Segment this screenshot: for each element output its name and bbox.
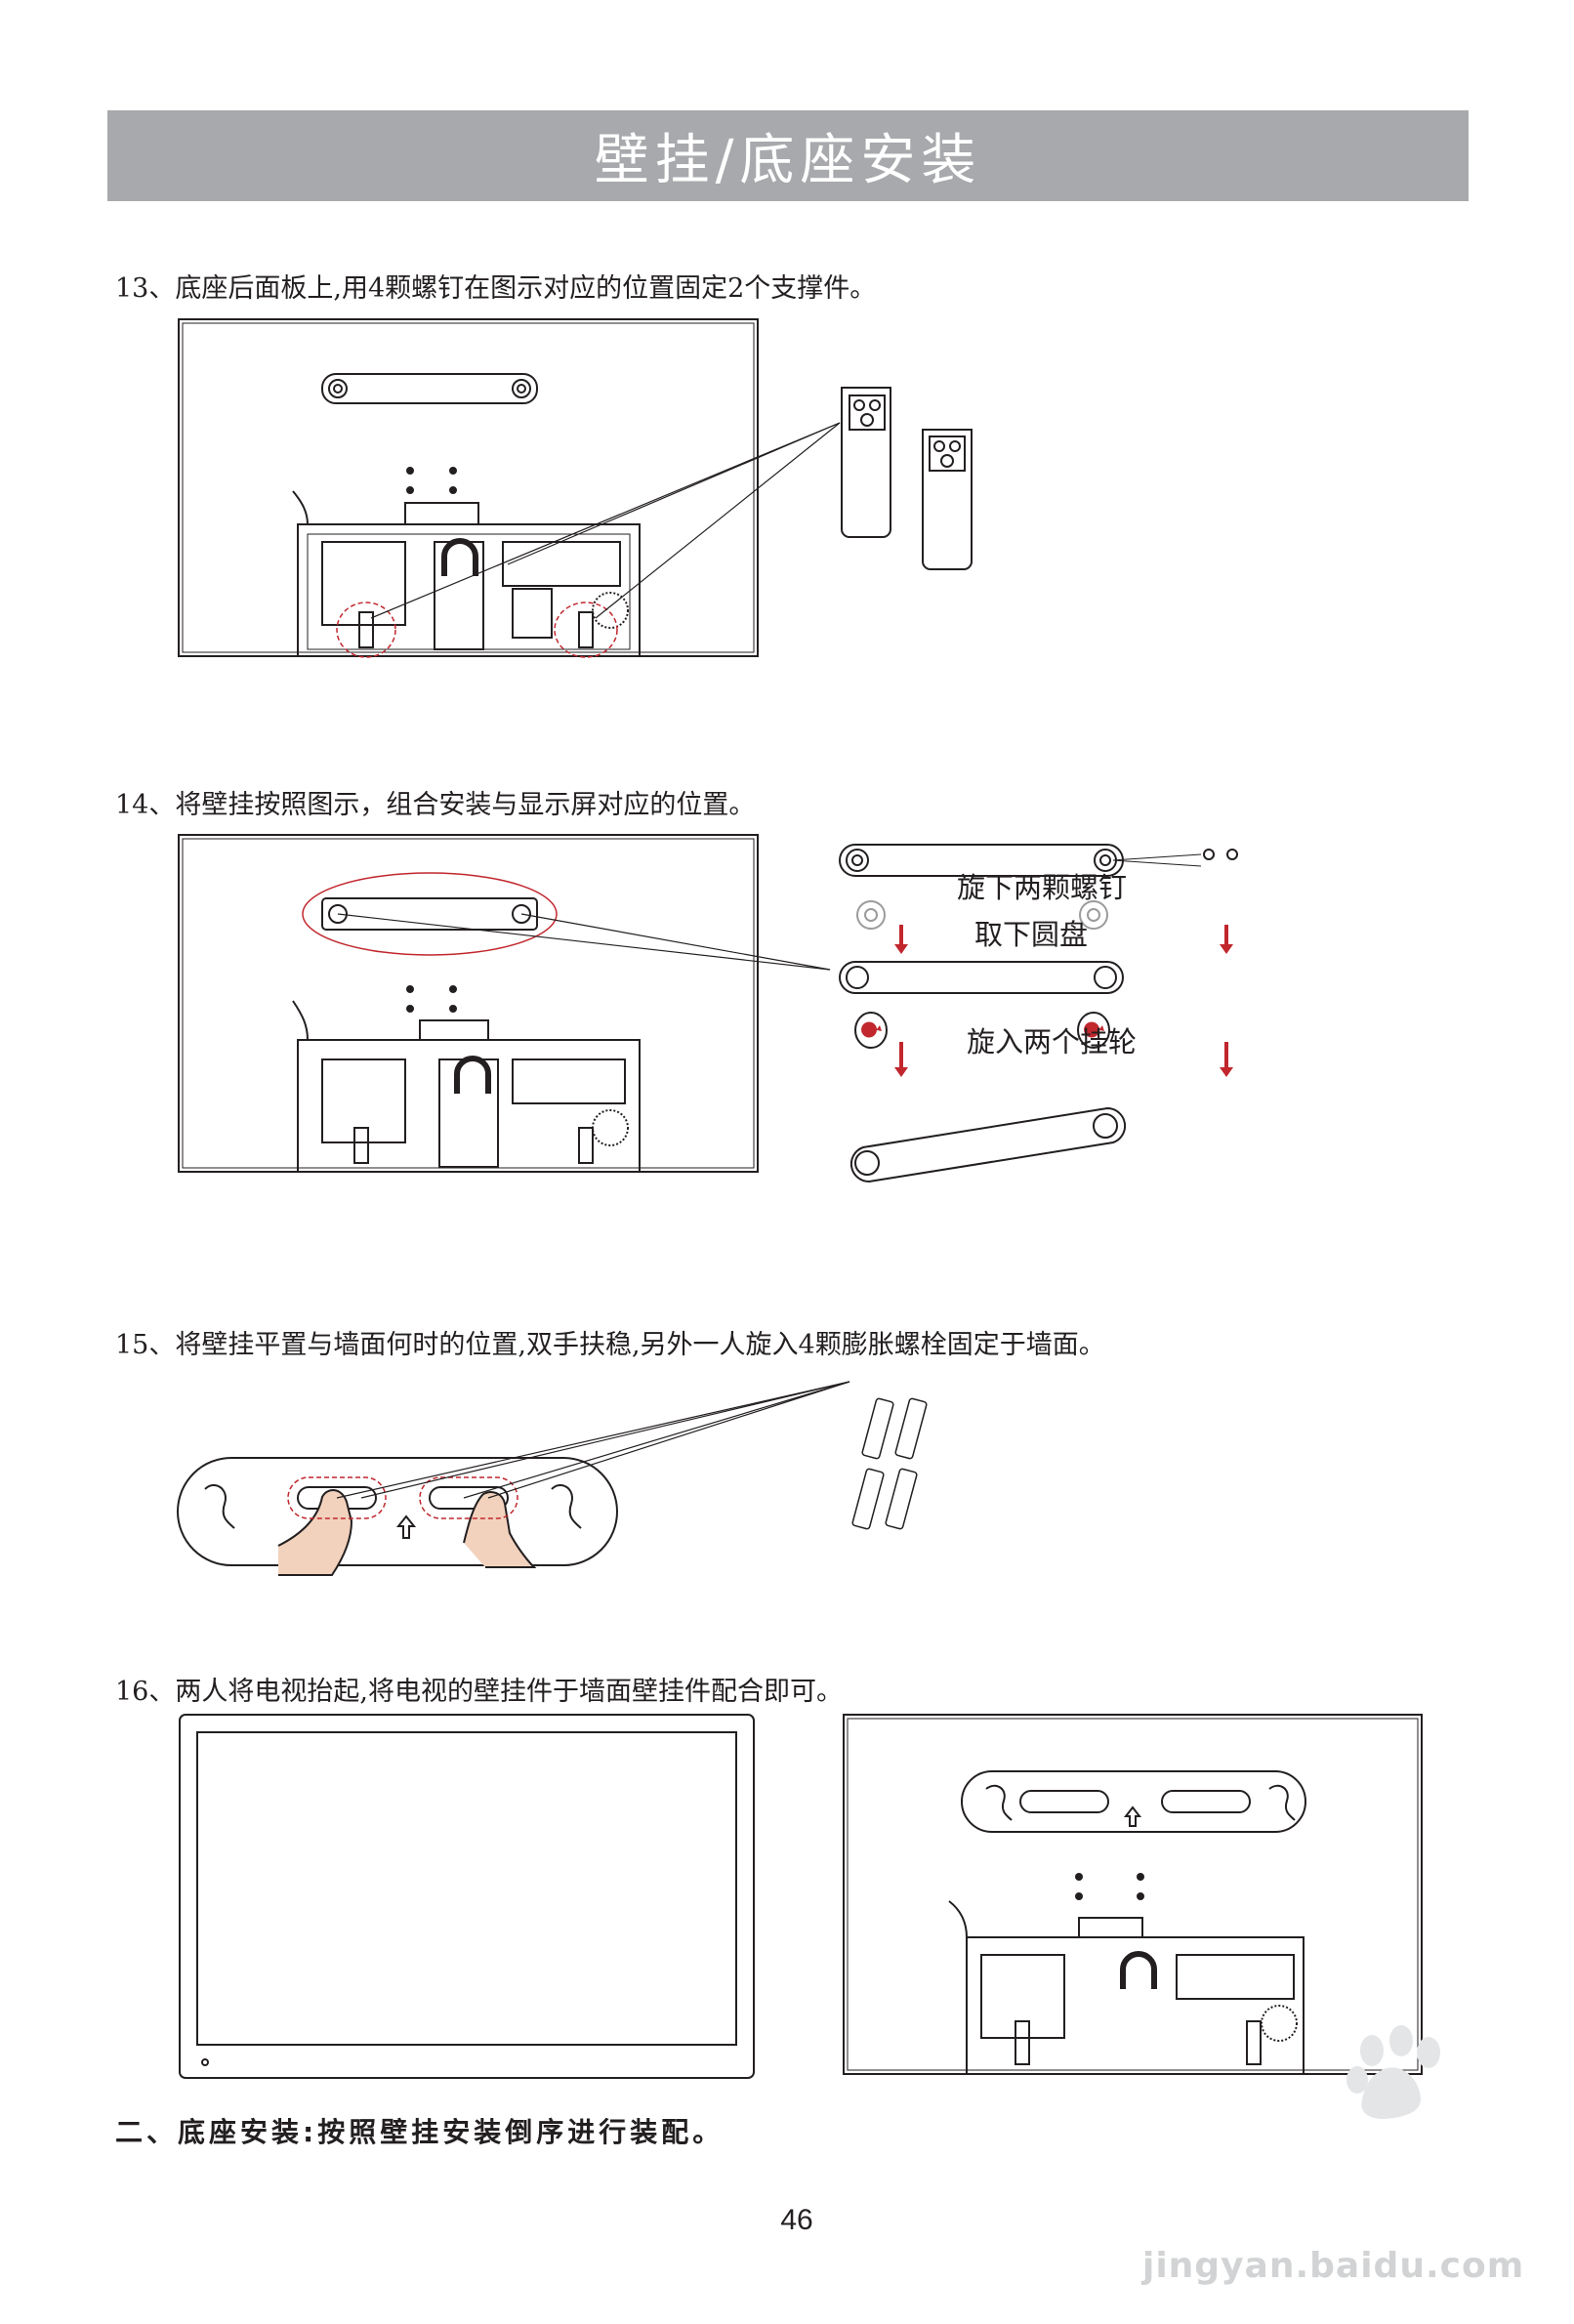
page-number: 46 <box>780 2204 813 2236</box>
label-screw-in: 旋入两个挂轮 <box>967 1025 1137 1058</box>
label-unscrew: 旋下两颗螺钉 <box>957 871 1127 904</box>
step-16-figure-back <box>843 1714 1423 2075</box>
section-header: 壁挂/底座安装 <box>107 110 1469 201</box>
step-15-text: 15、将壁挂平置与墙面何时的位置,双手扶稳,另外一人旋入4颗膨胀螺栓固定于墙面。 <box>115 1330 1105 1360</box>
step-13-figure <box>178 318 973 658</box>
step-14-text: 14、将壁挂按照图示，组合安装与显示屏对应的位置。 <box>115 790 756 820</box>
baidu-jingyan-watermark <box>1346 2025 1440 2119</box>
watermark-url: jingyan.baidu.com <box>1142 2246 1525 2286</box>
step-14-figure: 旋下两颗螺钉 取下圆盘 旋入两个挂轮 <box>178 834 1238 1183</box>
step-16-figure-front <box>179 1714 755 2079</box>
step-16-text: 16、两人将电视抬起,将电视的壁挂件于墙面壁挂件配合即可。 <box>115 1677 843 1707</box>
step-15-figure <box>177 1381 928 1576</box>
page-title: 壁挂/底座安装 <box>594 129 982 192</box>
section-2-heading: 二、底座安装:按照壁挂安装倒序进行装配。 <box>115 2116 725 2148</box>
label-remove-disc: 取下圆盘 <box>974 918 1088 951</box>
step-13-text: 13、底座后面板上,用4颗螺钉在图示对应的位置固定2个支撑件。 <box>115 273 877 304</box>
